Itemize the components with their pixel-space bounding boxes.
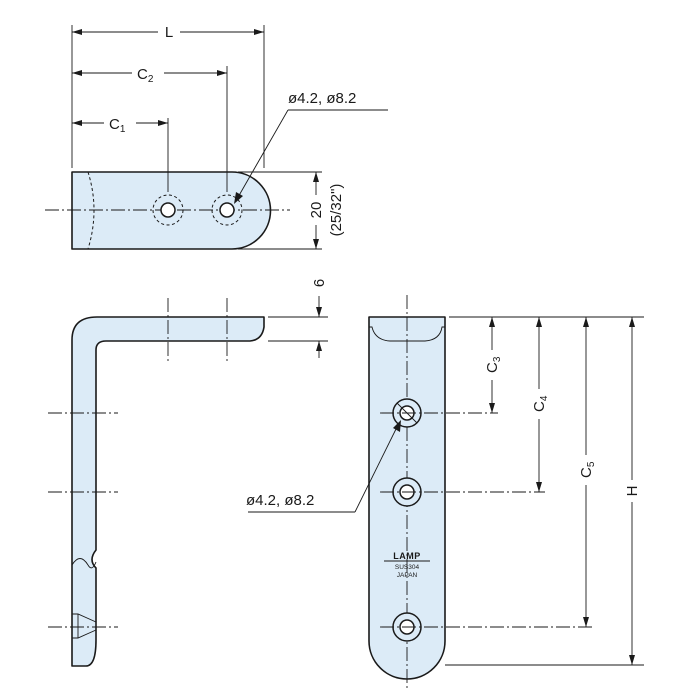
arrow-L-right [254, 29, 264, 35]
side-view-break-mark [71, 558, 97, 569]
top-view-hole-2 [219, 202, 235, 218]
top-view-hole-1 [160, 202, 176, 218]
arrow-C4-top [536, 317, 542, 327]
hole-callout-label: ø4.2, ø8.2 [288, 90, 356, 107]
arrow-C2-right [217, 70, 227, 76]
dim-label-C3: C3 [484, 356, 503, 373]
arrow-C1-right [158, 120, 168, 126]
arrow-C3-top [489, 317, 495, 327]
front-view-origin: JAPAN [397, 572, 418, 579]
arrow-C2-left [72, 70, 82, 76]
front-view-material: SUS304 [395, 564, 420, 571]
dim-label-C2: C2 [137, 66, 154, 85]
arrow-width-top [313, 172, 319, 182]
dim-label-C5: C5 [578, 461, 597, 478]
arrow-H-bottom [629, 655, 635, 665]
dim-label-width: 20 [308, 202, 325, 219]
arrow-C4-bottom [536, 482, 542, 492]
front-view-bend-line [369, 326, 445, 342]
top-view: L C2 C1 ø4.2, ø8.2 20 (25/32") [45, 22, 388, 250]
dim-label-L: L [165, 24, 173, 41]
dim-label-width-inch: (25/32") [328, 184, 345, 237]
arrow-width-bottom [313, 239, 319, 249]
front-view-logo: LAMP [393, 551, 421, 561]
dim-label-C1: C1 [109, 116, 126, 135]
side-view: 6 [48, 279, 328, 667]
hole-callout-leader-diag [236, 109, 289, 200]
arrow-thick-top [316, 307, 322, 317]
front-hole-callout-label: ø4.2, ø8.2 [246, 492, 314, 509]
hole-callout-arrow [234, 192, 243, 204]
arrow-H-top [629, 317, 635, 327]
front-hole-callout-arrow [393, 420, 401, 432]
front-view: LAMP SUS304 JAPAN C3 C4 C5 [246, 295, 644, 690]
arrow-C5-top [583, 317, 589, 327]
side-view-outline [71, 316, 265, 667]
dim-label-H: H [624, 486, 641, 497]
arrow-C1-left [72, 120, 82, 126]
top-view-hole-2-counterbore [211, 194, 243, 226]
top-view-hole-1-counterbore [152, 194, 184, 226]
arrow-thick-bottom [316, 341, 322, 351]
front-hole-callout-leader-diag [354, 424, 399, 513]
arrow-L-left [72, 29, 82, 35]
arrow-C5-bottom [583, 617, 589, 627]
dim-label-thickness: 6 [311, 279, 328, 287]
dim-label-C4: C4 [531, 395, 550, 412]
arrow-C3-bottom [489, 403, 495, 413]
